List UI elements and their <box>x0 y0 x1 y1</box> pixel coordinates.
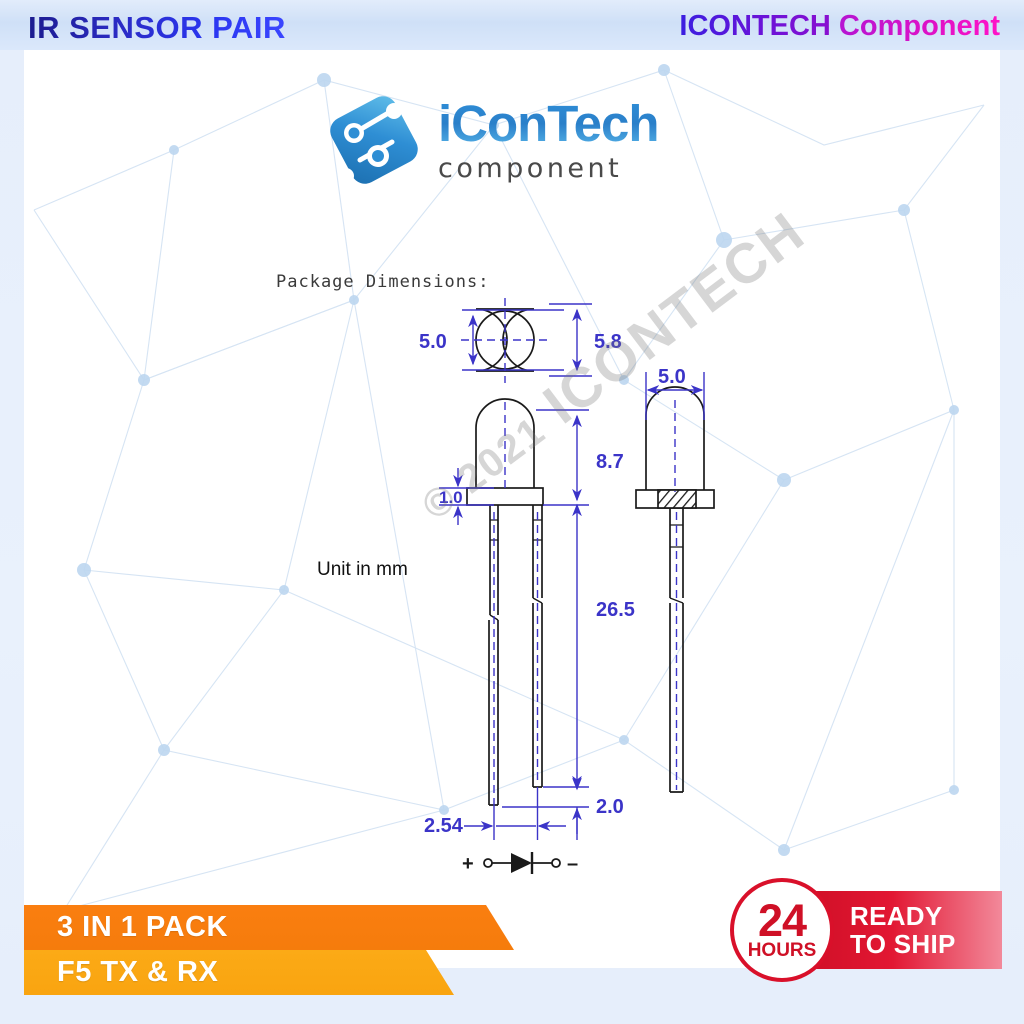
hours-unit: HOURS <box>747 940 817 962</box>
dim-top-width: 5.0 <box>419 331 447 353</box>
ready-label: READY <box>850 900 943 931</box>
header-band: IR SENSOR PAIR ICONTECH Component <box>0 0 1024 50</box>
network-background-pattern <box>33 64 985 915</box>
pack-banner: 3 IN 1 PACK <box>24 905 514 950</box>
logo-wordmark: iConTech component <box>438 98 738 184</box>
content-panel: iConTech component Package Dimensions: U… <box>24 50 1000 968</box>
to-ship-label: TO SHIP <box>850 929 956 959</box>
dim-lens-width: 5.0 <box>658 366 686 388</box>
company-logo: iConTech component <box>320 80 740 200</box>
dim-top-height: 5.8 <box>594 331 622 353</box>
ready-to-ship-bar: READY TO SHIP <box>802 891 1002 969</box>
diode-polarity-symbol: + – <box>462 852 578 875</box>
package-dimension-drawing: 5.0 5.8 <box>419 298 715 875</box>
pack-banner-label: 3 IN 1 PACK <box>57 911 228 943</box>
dim-lead-offset: 2.0 <box>596 796 624 818</box>
brand-name: ICONTECH <box>679 10 831 42</box>
dim-flange-height: 1.0 <box>439 488 463 507</box>
svg-text:–: – <box>567 853 578 875</box>
svg-text:+: + <box>462 853 474 875</box>
page-title: IR SENSOR PAIR <box>28 10 286 45</box>
logo-name: iConTech <box>438 98 738 149</box>
side-view <box>635 386 715 793</box>
model-banner: F5 TX & RX <box>24 950 454 995</box>
package-dimensions-heading: Package Dimensions: <box>276 272 490 292</box>
brand-suffix: Component <box>838 10 1000 42</box>
dim-body-height: 8.7 <box>596 451 624 473</box>
dim-lead-pitch: 2.54 <box>424 815 464 837</box>
dim-lead-length: 26.5 <box>596 599 635 621</box>
hours-circle: 24 HOURS <box>730 878 834 982</box>
ready-to-ship-badge: READY TO SHIP 24 HOURS <box>730 878 1002 986</box>
brand-title: ICONTECH Component <box>679 10 1000 43</box>
logo-subtitle: component <box>438 153 623 184</box>
model-banner-label: F5 TX & RX <box>57 956 219 988</box>
circuit-node-logo-icon <box>330 96 418 184</box>
unit-note: Unit in mm <box>317 559 408 580</box>
hours-number: 24 <box>757 894 807 946</box>
